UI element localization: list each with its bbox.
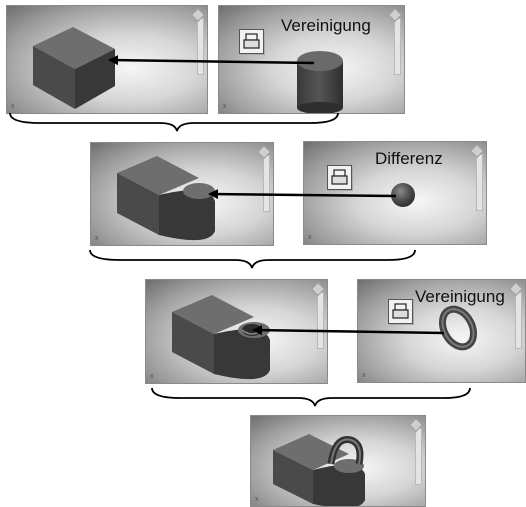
brace-row2 [89, 249, 416, 269]
brace-row1 [9, 112, 339, 132]
viewport-step3-difference-result: x [145, 279, 328, 384]
viewport-step1-base-block: x [6, 5, 208, 114]
viewport-step1-cylinder: x [218, 5, 405, 114]
operation-label-union-1: Vereinigung [281, 16, 371, 35]
boolean-subtract-icon[interactable] [327, 165, 352, 190]
operation-label-difference: Differenz [375, 149, 443, 168]
viewport-step2-union-result: x [90, 142, 274, 246]
boolean-union-icon[interactable] [239, 29, 264, 54]
viewport-final-result: x [250, 415, 426, 507]
operation-label-union-2: Vereinigung [415, 287, 505, 306]
boolean-union-icon-2[interactable] [388, 299, 413, 324]
brace-row3 [151, 387, 471, 407]
